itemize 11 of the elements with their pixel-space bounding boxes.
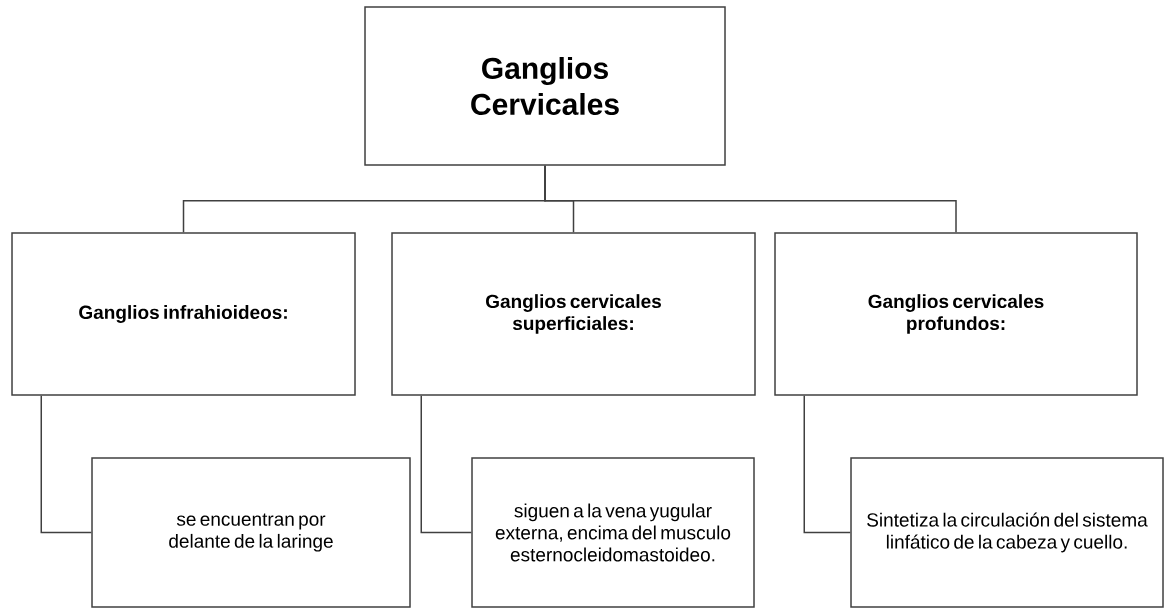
connector-line xyxy=(803,395,851,534)
connector-line xyxy=(420,395,472,534)
title-box: Ganglios Cervicales xyxy=(364,6,726,166)
description-box: siguen a la vena yugular externa, encima del musculo esternocleidomastoideo. xyxy=(471,457,755,608)
category-box: Ganglios infrahioideos: xyxy=(11,232,356,396)
description-box: Sintetiza la circulación del sistema linfático de la cabeza y cuello. xyxy=(850,457,1164,608)
connector-line xyxy=(40,395,92,534)
category-box: Ganglios cervicales profundos: xyxy=(774,232,1138,396)
category-box: Ganglios cervicales superficiales: xyxy=(391,232,756,396)
description-box: se encuentran por delante de la laringe xyxy=(91,457,411,608)
connector-line xyxy=(544,165,957,233)
